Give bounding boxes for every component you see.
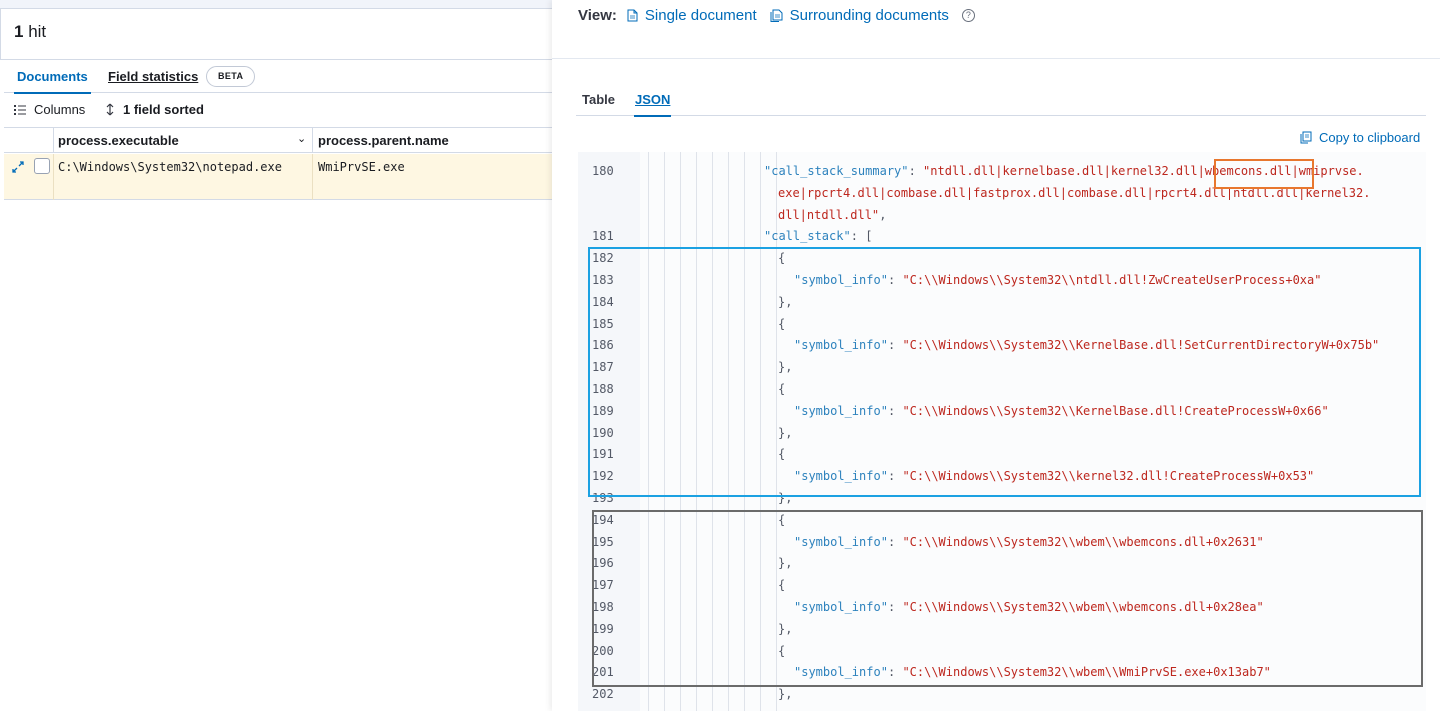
hits-label: hit xyxy=(28,22,46,41)
column-divider xyxy=(53,128,54,153)
table-row[interactable]: C:\Windows\System32\notepad.exe WmiPrvSE… xyxy=(4,154,552,200)
json-brace: }, xyxy=(778,687,792,701)
line-number: 181 xyxy=(592,229,614,243)
results-tabs: Documents Field statistics BETA xyxy=(4,60,552,93)
surrounding-documents-link[interactable]: Surrounding documents xyxy=(770,7,949,24)
help-icon[interactable]: ? xyxy=(962,9,975,22)
columns-label: Columns xyxy=(34,102,85,117)
discover-results-pane: 1 hit Documents Field statistics BETA Co… xyxy=(0,0,552,711)
json-punctuation: : [ xyxy=(851,229,873,243)
line-number: 202 xyxy=(592,687,614,701)
highlight-box-wbemcons xyxy=(1214,159,1314,189)
sort-icon xyxy=(105,103,115,116)
tab-documents[interactable]: Documents xyxy=(17,69,88,84)
cell-process-executable[interactable]: C:\Windows\System32\notepad.exe xyxy=(58,160,282,174)
hits-number: 1 xyxy=(14,22,23,41)
tab-json[interactable]: JSON xyxy=(635,92,670,107)
flyout-divider xyxy=(552,58,1440,59)
chevron-down-icon[interactable]: ⌄ xyxy=(297,132,306,145)
copy-to-clipboard-button[interactable]: Copy to clipboard xyxy=(1300,130,1420,145)
columns-button[interactable]: Columns xyxy=(14,102,85,117)
document-icon xyxy=(627,9,638,22)
line-number: 180 xyxy=(592,164,614,178)
copy-icon xyxy=(1300,131,1312,144)
highlight-box-process-creation-frames xyxy=(588,247,1421,497)
view-tabs: Table JSON xyxy=(576,82,1426,116)
view-switcher: View: Single document Surrounding docume… xyxy=(578,7,975,24)
highlight-box-wbem-frames xyxy=(592,510,1423,687)
expand-icon[interactable] xyxy=(11,160,25,174)
grid-header: process.executable ⌄ process.parent.name xyxy=(4,127,552,153)
column-header-process-parent-name[interactable]: process.parent.name xyxy=(318,133,449,148)
column-divider xyxy=(53,154,54,200)
single-document-link[interactable]: Single document xyxy=(627,7,757,24)
list-icon xyxy=(14,104,26,116)
json-punctuation: : xyxy=(909,164,923,178)
documents-icon xyxy=(770,9,783,22)
json-string-value: dll|ntdll.dll" xyxy=(778,208,879,222)
hits-count: 1 hit xyxy=(0,8,552,60)
grid-toolbar: Columns 1 field sorted xyxy=(4,94,552,127)
beta-badge: BETA xyxy=(206,66,255,87)
column-divider xyxy=(312,128,313,153)
sort-button[interactable]: 1 field sorted xyxy=(105,102,204,117)
top-strip xyxy=(0,0,552,8)
column-header-process-executable[interactable]: process.executable xyxy=(58,133,179,148)
surrounding-documents-label: Surrounding documents xyxy=(790,7,949,24)
single-document-label: Single document xyxy=(645,7,757,24)
json-key: "call_stack" xyxy=(764,229,851,243)
copy-label: Copy to clipboard xyxy=(1319,130,1420,145)
tab-field-statistics[interactable]: Field statistics xyxy=(108,69,198,84)
column-divider xyxy=(312,154,313,200)
sort-label: 1 field sorted xyxy=(123,102,204,117)
json-key: "call_stack_summary" xyxy=(764,164,909,178)
tab-table[interactable]: Table xyxy=(582,92,615,107)
row-checkbox[interactable] xyxy=(34,158,50,174)
json-punctuation: , xyxy=(879,208,886,222)
cell-process-parent-name[interactable]: WmiPrvSE.exe xyxy=(318,160,405,174)
view-label: View: xyxy=(578,7,617,24)
